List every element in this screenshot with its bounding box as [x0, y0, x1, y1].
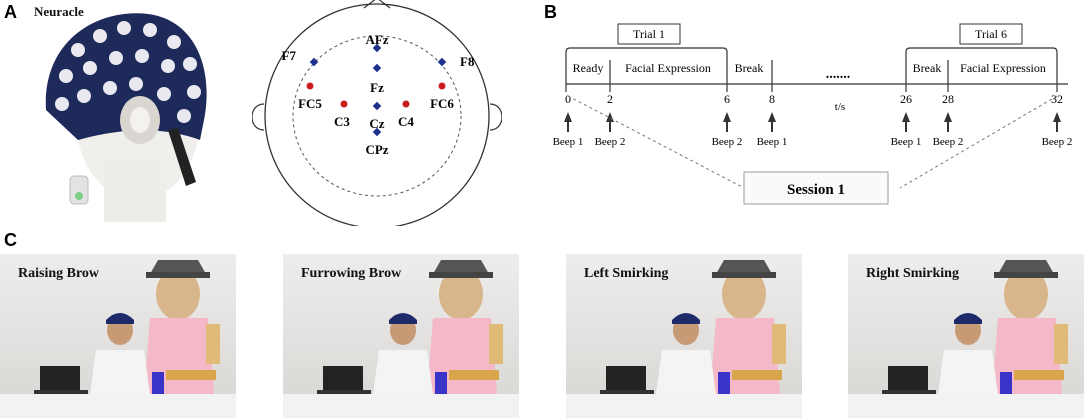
- electrode-c4-marker: [402, 100, 410, 108]
- trial-timeline: Trial 1 Trial 6 Ready Facial Expression …: [553, 23, 1073, 205]
- electrode-f8-marker: [437, 57, 447, 67]
- zoom-line-right: [899, 95, 1058, 189]
- tick-28: 28: [942, 92, 954, 106]
- beep-label-32: Beep 2: [1042, 136, 1073, 148]
- panel-label-b: B: [544, 2, 557, 22]
- right-ear: [489, 103, 502, 131]
- panel-label-a: A: [4, 2, 17, 22]
- trial6-brace: [905, 47, 1058, 60]
- electrode-cpz-label: CPz: [365, 142, 388, 157]
- photo-scene: [0, 260, 236, 418]
- trial1-box: [617, 23, 681, 45]
- electrode-fc6-marker: [438, 82, 446, 90]
- session-box: [743, 171, 889, 205]
- trial6-label: Trial 6: [975, 27, 1007, 41]
- photo-scene: [848, 260, 1084, 418]
- head-outline: [264, 3, 490, 226]
- electrode-afz-marker: [372, 43, 382, 53]
- photo-scene: [566, 260, 802, 418]
- expression-caption-left-smirking: Left Smirking: [584, 266, 669, 281]
- tick-8: 8: [769, 92, 775, 106]
- beep-label-2: Beep 2: [595, 136, 626, 148]
- tick-6: 6: [724, 92, 730, 106]
- trial1-label: Trial 1: [633, 27, 665, 41]
- cap-brand-label: Neuracle: [34, 4, 84, 19]
- electrode-cz-label: Cz: [369, 116, 384, 131]
- ellipsis-dots: .......: [826, 67, 851, 82]
- session-label: Session 1: [787, 182, 845, 198]
- electrode-c3-label: C3: [334, 114, 350, 129]
- electrode-f7-marker: [309, 57, 319, 67]
- tick-26: 26: [900, 92, 912, 106]
- electrode-f7-label: F7: [282, 48, 297, 63]
- left-ear: [252, 103, 265, 131]
- inner-dashed-circle: [292, 35, 462, 197]
- electrode-fc5-marker: [306, 82, 314, 90]
- electrode-afz-label: AFz: [365, 32, 388, 47]
- trial6-box: [959, 23, 1023, 45]
- beep-label-26: Beep 1: [891, 136, 922, 148]
- trial1-brace: [565, 47, 728, 60]
- break-label-1: Break: [735, 61, 764, 75]
- electrode-fc5-label: FC5: [298, 96, 322, 111]
- expression-photo-left-smirking: Left Smirking: [566, 254, 802, 418]
- beep-label-8: Beep 1: [757, 136, 788, 148]
- electrode-c4-label: C4: [398, 114, 414, 129]
- expression-photo-right-smirking: Right Smirking: [848, 254, 1084, 418]
- tick-2: 2: [607, 92, 613, 106]
- expression-caption-raising-brow: Raising Brow: [18, 266, 100, 281]
- photo-scene: [283, 260, 519, 418]
- electrode-cpz-marker: [372, 127, 382, 137]
- beep-arrows: [564, 112, 1061, 132]
- beep-label-28: Beep 2: [933, 136, 964, 148]
- electrode-fc6-label: FC6: [430, 96, 454, 111]
- time-unit-label: t/s: [835, 101, 845, 113]
- expression-caption-right-smirking: Right Smirking: [866, 266, 959, 281]
- facial-expression-label-2: Facial Expression: [960, 61, 1046, 75]
- tick-32: 32: [1051, 92, 1063, 106]
- facial-expression-label-1: Facial Expression: [625, 61, 711, 75]
- break-label-2: Break: [913, 61, 942, 75]
- ready-label: Ready: [573, 61, 604, 75]
- electrode-c3-marker: [340, 100, 348, 108]
- expression-caption-furrowing-brow: Furrowing Brow: [301, 266, 402, 281]
- electrode-fz-label: Fz: [370, 80, 384, 95]
- electrode-fz-marker: [372, 63, 382, 73]
- expression-photo-furrowing-brow: Furrowing Brow: [283, 254, 519, 418]
- panel-label-c: C: [4, 230, 17, 250]
- electrode-cz-marker: [372, 101, 382, 111]
- beep-label-6: Beep 2: [712, 136, 743, 148]
- electrode-f8-label: F8: [460, 54, 475, 69]
- eeg-cap-photo: Neuracle: [18, 0, 218, 222]
- tick-0: 0: [565, 92, 571, 106]
- beep-label-0: Beep 1: [553, 136, 584, 148]
- expression-photo-raising-brow: Raising Brow: [0, 254, 236, 418]
